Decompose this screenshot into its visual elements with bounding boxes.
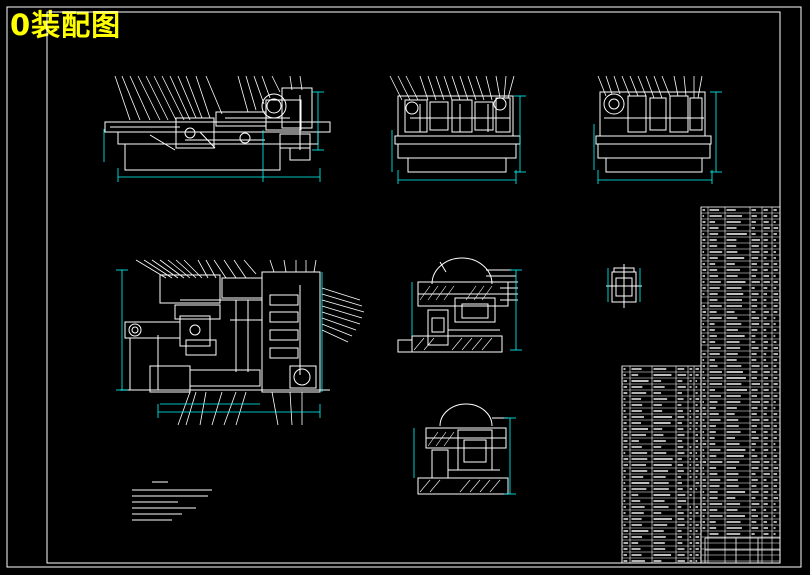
view-section-a-hatch xyxy=(413,285,493,351)
drawing-title: 0装配图 xyxy=(10,8,122,42)
view-front-dimensions xyxy=(391,95,526,184)
title-block xyxy=(704,537,781,564)
view-end-elevation xyxy=(595,75,712,173)
inner-frame xyxy=(46,11,781,564)
view-plan-dimensions xyxy=(116,269,323,418)
view-section-b xyxy=(417,403,509,495)
view-section-b-hatch xyxy=(419,431,501,493)
view-front-elevation xyxy=(389,75,521,173)
outer-frame xyxy=(6,6,802,568)
view-detail-small-dimensions xyxy=(607,268,641,302)
view-plan xyxy=(120,259,365,426)
view-side-elevation xyxy=(104,75,331,171)
view-section-a xyxy=(397,257,518,353)
technical-notes xyxy=(132,481,212,521)
view-side-dimensions xyxy=(103,91,324,182)
view-end-dimensions xyxy=(593,91,722,184)
view-detail-small xyxy=(606,264,642,308)
parts-list-cells xyxy=(621,207,781,563)
view-section-a-dimensions xyxy=(411,269,522,351)
view-section-b-dimensions xyxy=(413,417,516,495)
